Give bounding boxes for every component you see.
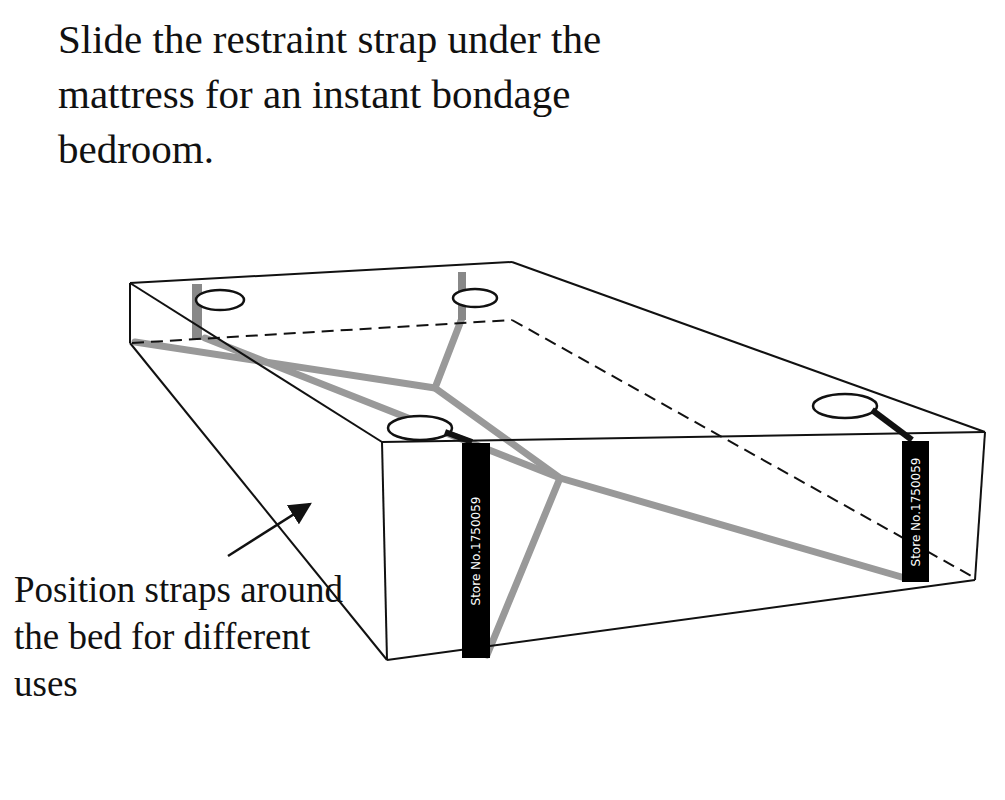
strap-band: Store No.1750059 bbox=[902, 441, 929, 582]
title-text: Slide the restraint strap under the matt… bbox=[58, 12, 698, 177]
strap-loop bbox=[196, 289, 877, 440]
hidden-edge bbox=[132, 320, 975, 578]
strap-band: Store No.1750059 bbox=[462, 443, 490, 658]
back-strap bbox=[192, 284, 202, 340]
callout-note: Position straps around the bed for diffe… bbox=[14, 566, 354, 707]
store-number: Store No.1750059 bbox=[469, 496, 483, 605]
store-number: Store No.1750059 bbox=[909, 457, 923, 566]
strap-lead bbox=[445, 410, 912, 442]
pointer-arrow bbox=[228, 504, 310, 556]
